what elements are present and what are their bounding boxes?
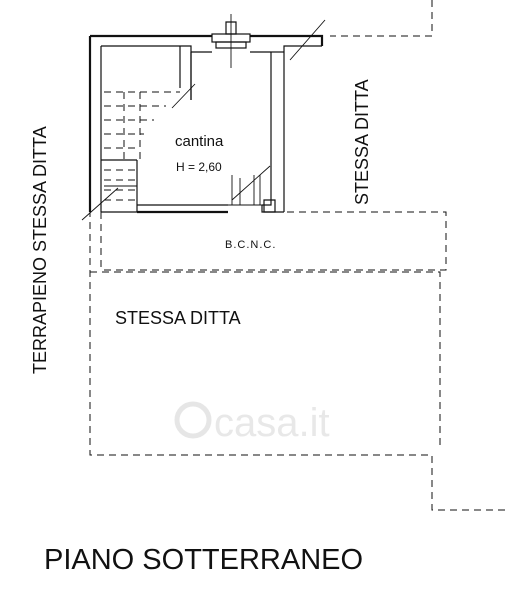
neighbor-boundaries [89,0,505,511]
lower-area-boundary [89,210,505,511]
lower-area-inner-boundary [90,271,441,450]
stair-treads-lower [104,169,136,201]
wall-top-right [250,34,324,46]
chimney-icon [211,14,251,68]
common-area-label: B.C.N.C. [225,239,276,251]
room-name: cantina [175,133,224,150]
door-opening [228,175,262,206]
cut-lines [81,19,326,221]
floor-title: PIANO SOTTERRANEO [44,544,363,576]
room-height: H = 2,60 [176,160,222,174]
watermark: casa.it [174,401,330,445]
left-neighbor-label: TERRAPIENO STESSA DITTA [30,126,50,374]
watermark-text: casa.it [214,401,330,445]
wall-right-outer [283,45,322,212]
stairs [101,91,180,201]
watermark-logo-icon [174,401,212,439]
bcnc-boundary [101,211,447,271]
wall-room-right [262,52,272,206]
pillar [263,199,276,213]
stair-treads-upper [104,91,180,149]
top-right-boundary [330,0,433,37]
lower-area-label: STESSA DITTA [115,308,241,328]
right-neighbor-label: STESSA DITTA [352,79,372,205]
